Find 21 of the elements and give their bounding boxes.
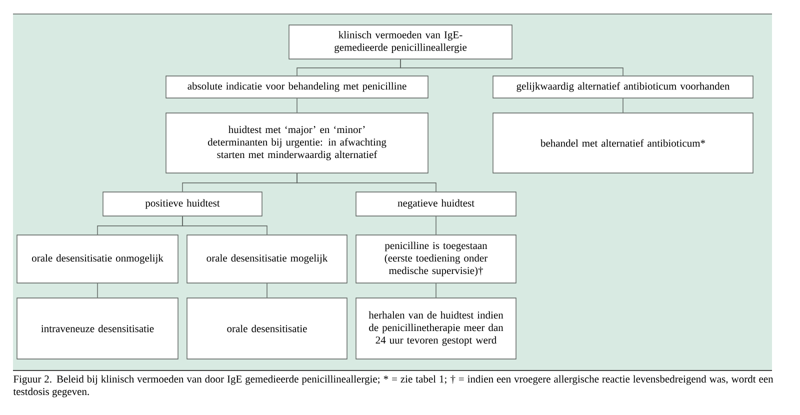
process-box: herhalen van de huidtest indien de penicillinetherapie meer dan 24 uur tevoren gestopt werd xyxy=(356,298,516,360)
figure-caption: Figuur 2. Beleid bij klinisch vermoeden van door IgE gemedieerde penicillineallergie; * = zie tabel 1; † = indien een vroegere allergische reactie levensbedreigend was, wordt een testdosis gegeven. xyxy=(13,375,774,398)
process-box: huidtest met ‘major’ en ‘minor’ determinanten bij urgentie: in afwachting starten met minderwaardig alternatief xyxy=(166,112,428,174)
connector-line xyxy=(622,98,624,113)
connector-line xyxy=(400,59,624,76)
connector-line xyxy=(97,283,98,298)
process-box: intraveneuze desensitisatie xyxy=(16,298,178,360)
process-box: behandel met alternatief antibioticum* xyxy=(492,112,754,174)
process-box: negatieve huidtest xyxy=(356,192,516,216)
process-box: absolute indicatie voor behandeling met penicilline xyxy=(166,76,428,98)
connector-line xyxy=(296,98,298,113)
process-box: orale desensitisatie onmogelijk xyxy=(16,234,178,284)
connector-line xyxy=(182,216,268,235)
process-box: klinisch vermoeden van IgE-gemedieerde penicillineallergie xyxy=(288,24,512,60)
connector-line xyxy=(266,283,268,298)
process-box: orale desensitisatie mogelijk xyxy=(186,234,348,284)
process-box: orale desensitisatie xyxy=(186,298,348,360)
process-box: gelijkwaardig alternatief antibioticum voorhanden xyxy=(492,76,754,98)
connector-line xyxy=(296,173,436,192)
process-box: penicilline is toegestaan (eerste toediening onder medische supervisie)† xyxy=(356,234,516,284)
process-box: positieve huidtest xyxy=(102,192,262,216)
